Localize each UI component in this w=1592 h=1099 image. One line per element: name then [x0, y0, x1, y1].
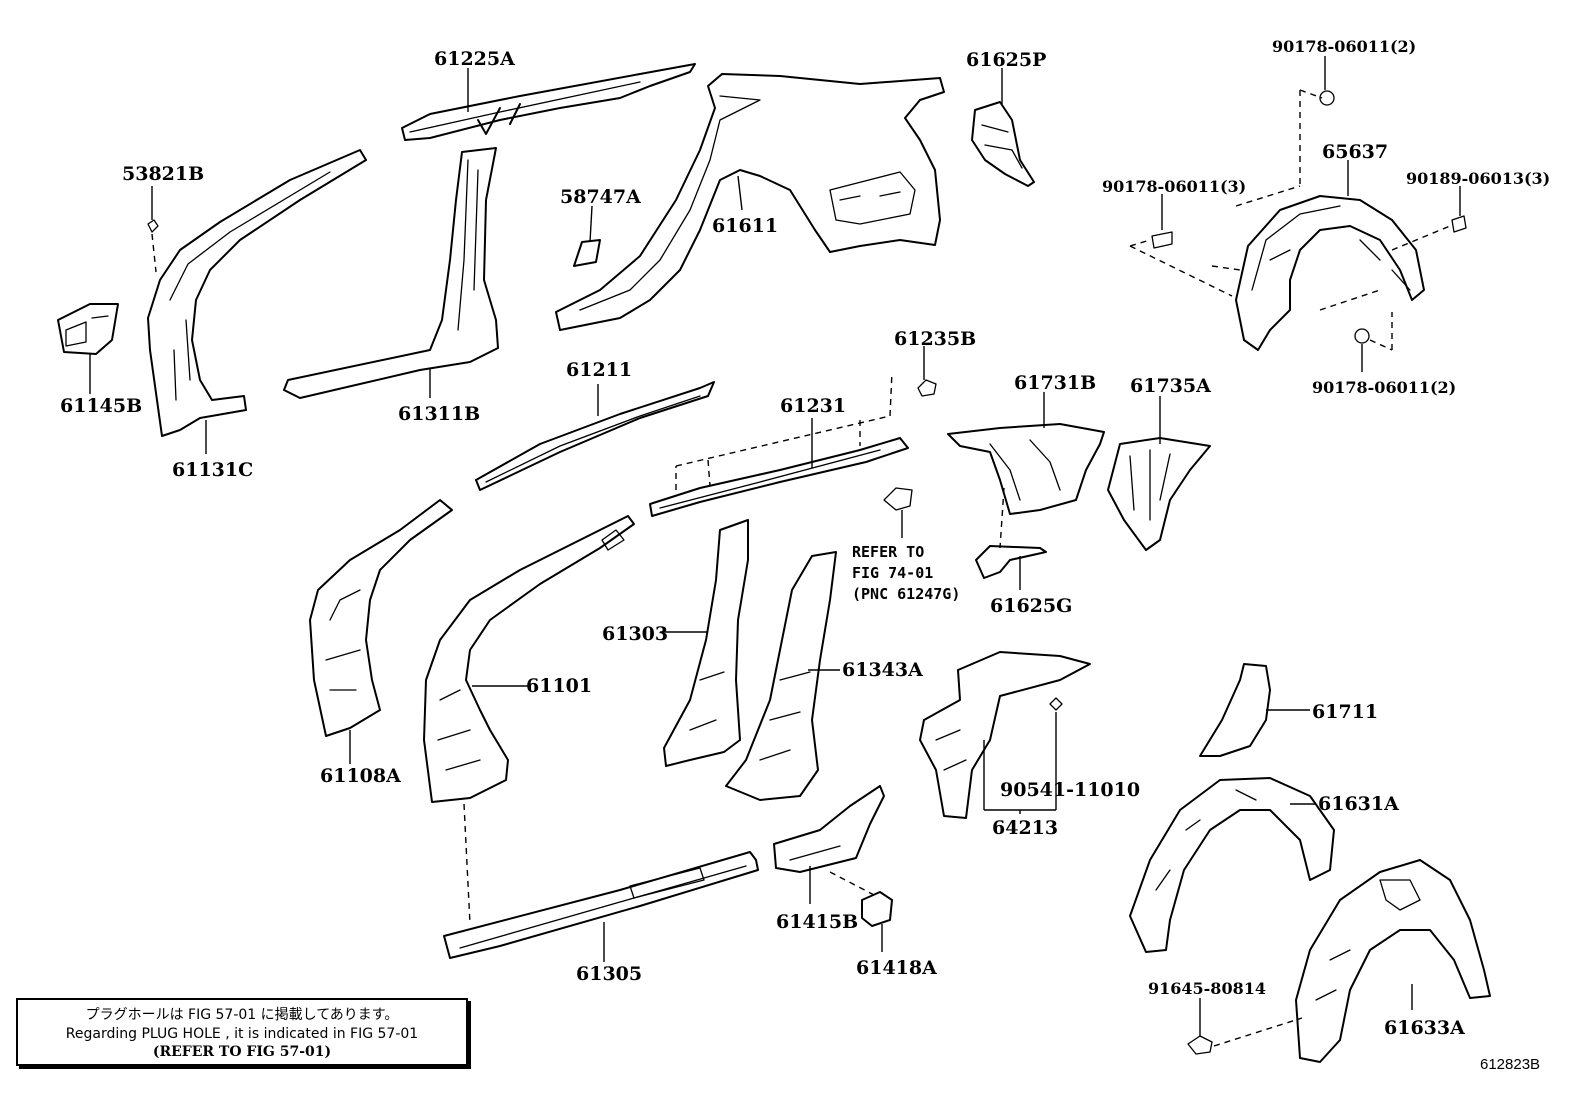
label-61101[interactable]: 61101	[526, 675, 592, 697]
label-91645-80814[interactable]: 91645-80814	[1148, 979, 1266, 998]
label-90178-06011-left[interactable]: 90178-06011(3)	[1102, 177, 1246, 196]
label-61305[interactable]: 61305	[576, 963, 642, 985]
part-61311b-drawing[interactable]	[283, 147, 499, 399]
part-61731b-drawing[interactable]	[947, 423, 1105, 515]
part-61145b-drawing[interactable]	[57, 303, 119, 355]
label-61415b[interactable]: 61415B	[776, 911, 858, 933]
part-61305-drawing[interactable]	[443, 851, 759, 959]
refer-line-2: FIG 74-01	[852, 564, 933, 582]
part-64213-drawing[interactable]	[919, 651, 1091, 819]
part-58747a-drawing[interactable]	[573, 239, 601, 267]
label-61731b[interactable]: 61731B	[1014, 372, 1096, 394]
note-line-refer: (REFER TO FIG 57-01)	[152, 1044, 332, 1060]
label-61633a[interactable]: 61633A	[1384, 1017, 1465, 1039]
part-61735a-drawing[interactable]	[1107, 437, 1211, 551]
part-61418a-drawing[interactable]	[861, 891, 893, 927]
label-61235b[interactable]: 61235B	[894, 328, 976, 350]
label-58747a[interactable]: 58747A	[560, 186, 641, 208]
label-53821b[interactable]: 53821B	[122, 163, 204, 185]
label-61131c[interactable]: 61131C	[172, 459, 253, 481]
part-61625g-drawing[interactable]	[975, 545, 1047, 579]
part-61611-drawing[interactable]	[555, 73, 945, 331]
clip-90178-top[interactable]	[1319, 90, 1335, 106]
label-61631a[interactable]: 61631A	[1318, 793, 1399, 815]
part-65637-drawing[interactable]	[1235, 195, 1425, 351]
label-61735a[interactable]: 61735A	[1130, 375, 1211, 397]
label-61108a[interactable]: 61108A	[320, 765, 401, 787]
label-90178-06011-top[interactable]: 90178-06011(2)	[1272, 37, 1416, 56]
refer-line-3: (PNC 61247G)	[852, 585, 960, 603]
part-61303-drawing[interactable]	[663, 519, 749, 767]
part-61108a-drawing[interactable]	[309, 499, 453, 737]
label-61231[interactable]: 61231	[780, 395, 846, 417]
part-61231-drawing[interactable]	[649, 437, 913, 517]
clip-90189[interactable]	[1451, 215, 1467, 233]
part-61633a-drawing[interactable]	[1295, 859, 1491, 1063]
label-61343a[interactable]: 61343A	[842, 659, 923, 681]
label-61211[interactable]: 61211	[566, 359, 632, 381]
part-61211-drawing[interactable]	[475, 381, 715, 491]
drawing-number: 612823B	[1480, 1056, 1541, 1073]
part-61343a-drawing[interactable]	[725, 551, 837, 801]
part-61225a-drawing[interactable]	[401, 63, 696, 141]
part-61625p-drawing[interactable]	[971, 101, 1035, 187]
clip-90178-left[interactable]	[1151, 231, 1173, 249]
part-91645-drawing[interactable]	[1187, 1035, 1213, 1055]
note-line-jp: プラグホールは FIG 57-01 に掲載してあります。	[85, 1007, 399, 1023]
label-61625p[interactable]: 61625P	[966, 49, 1046, 71]
label-90189-06013[interactable]: 90189-06013(3)	[1406, 169, 1550, 188]
clip-90178-bottom[interactable]	[1354, 328, 1370, 344]
part-61711-drawing[interactable]	[1199, 663, 1271, 757]
label-64213[interactable]: 64213	[992, 817, 1058, 839]
note-line-en: Regarding PLUG HOLE , it is indicated in…	[65, 1026, 419, 1042]
label-65637[interactable]: 65637	[1322, 141, 1388, 163]
label-61611[interactable]: 61611	[712, 215, 778, 237]
part-61631a-drawing[interactable]	[1129, 777, 1335, 953]
part-61415b-drawing[interactable]	[773, 785, 885, 873]
part-61131c-drawing[interactable]	[147, 149, 367, 437]
label-90178-06011-bottom[interactable]: 90178-06011(2)	[1312, 378, 1456, 397]
label-90541-11010[interactable]: 90541-11010	[1000, 779, 1140, 801]
label-61625g[interactable]: 61625G	[990, 595, 1072, 617]
part-90541-drawing[interactable]	[1049, 697, 1063, 711]
plug-hole-note: プラグホールは FIG 57-01 に掲載してあります。 Regarding P…	[16, 998, 468, 1066]
label-61225a[interactable]: 61225A	[434, 48, 515, 70]
refer-line-1: REFER TO	[852, 543, 924, 561]
part-53821b-drawing[interactable]	[147, 219, 159, 233]
label-61303[interactable]: 61303	[602, 623, 668, 645]
label-61418a[interactable]: 61418A	[856, 957, 937, 979]
part-61101-drawing[interactable]	[423, 515, 635, 803]
label-61311b[interactable]: 61311B	[398, 403, 480, 425]
part-61235b-drawing[interactable]	[917, 379, 937, 397]
label-61145b[interactable]: 61145B	[60, 395, 142, 417]
label-61711[interactable]: 61711	[1312, 701, 1378, 723]
